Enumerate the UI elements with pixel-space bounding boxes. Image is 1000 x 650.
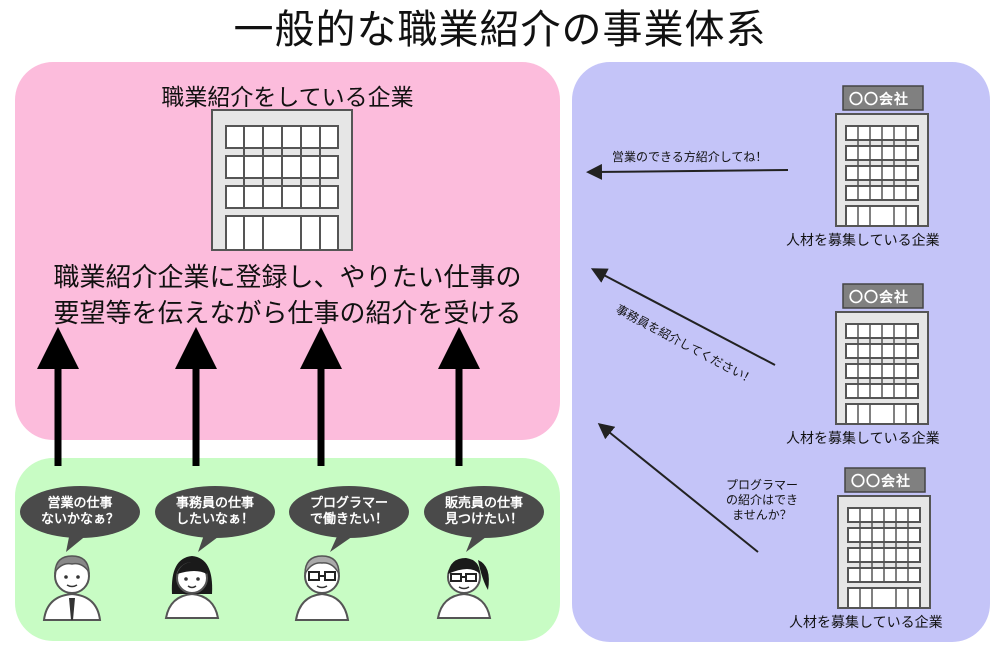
bubble-clerk: 事務員の仕事したいなぁ！	[175, 496, 254, 527]
bubble-programmer: プログラマーで働きたい！	[309, 496, 388, 527]
hiring-companies-panel	[572, 62, 990, 642]
company-sign-1: 〇〇会社	[849, 92, 909, 108]
company-label-3: 人材を募集している企業	[789, 615, 943, 631]
agency-panel: 職業紹介をしている企業 職業紹介企業に登録し、やりたい仕事の 要望等を伝えながら…	[15, 62, 560, 440]
diagram-title: 一般的な職業紹介の事業体系	[233, 7, 767, 53]
request-programmer: プログラマー の紹介はでき ませんか？	[725, 478, 798, 522]
company-sign-2: 〇〇会社	[849, 290, 909, 306]
company-label-1: 人材を募集している企業	[786, 233, 940, 249]
request-sales: 営業のできる方紹介してね！	[612, 150, 768, 164]
bubble-shopclerk: 販売員の仕事見つけたい！	[444, 496, 523, 527]
agency-caption: 職業紹介をしている企業	[161, 85, 414, 111]
company-label-2: 人材を募集している企業	[786, 431, 940, 447]
company-sign-3: 〇〇会社	[851, 474, 911, 490]
agency-description: 職業紹介企業に登録し、やりたい仕事の 要望等を伝えながら仕事の紹介を受ける	[15, 260, 560, 332]
job-seekers-panel	[15, 458, 560, 641]
agency-description-line2: 要望等を伝えながら仕事の紹介を受ける	[53, 299, 522, 329]
bubble-sales: 営業の仕事ないかなぁ？	[40, 496, 119, 527]
agency-description-line1: 職業紹介企業に登録し、やりたい仕事の	[53, 263, 522, 293]
